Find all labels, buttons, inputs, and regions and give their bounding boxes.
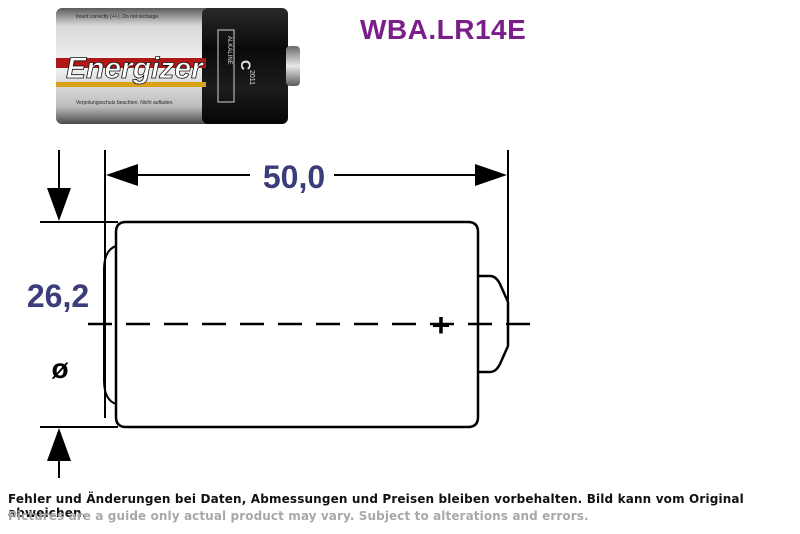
disclaimer-english: Pictures are a guide only actual product… [8, 509, 589, 523]
photo-bottom-warning: Verpolungsschutz beachten. Nicht auflade… [76, 100, 174, 106]
length-arrow-left [106, 164, 138, 186]
diameter-arrow-top [47, 188, 71, 221]
size-label-box [217, 29, 235, 103]
diameter-value: 26,2 [27, 278, 89, 314]
length-value: 50,0 [263, 159, 325, 195]
diameter-symbol: ø [51, 353, 68, 384]
photo-brand: Energizer [66, 52, 205, 85]
photo-top-warning: Insert correctly (+/-). Do not recharge. [76, 14, 160, 20]
disclaimer-german: Fehler und Änderungen bei Daten, Abmessu… [8, 492, 744, 520]
diameter-arrow-bottom [47, 428, 71, 461]
photo-year: 2011 [248, 70, 255, 85]
product-code: WBA.LR14E [360, 14, 527, 45]
battery-positive-cap [286, 46, 300, 86]
photo-type-label: ALKALINE [226, 36, 232, 65]
positive-symbol: + [432, 307, 451, 343]
battery-stripe [56, 58, 206, 68]
battery-body-black [202, 8, 288, 124]
battery-stripe-yellow [56, 82, 206, 87]
battery-photo: Insert correctly (+/-). Do not recharge.… [56, 8, 300, 124]
photo-size-label: C [238, 60, 254, 70]
length-arrow-right [475, 164, 507, 186]
battery-outline [114, 220, 480, 429]
